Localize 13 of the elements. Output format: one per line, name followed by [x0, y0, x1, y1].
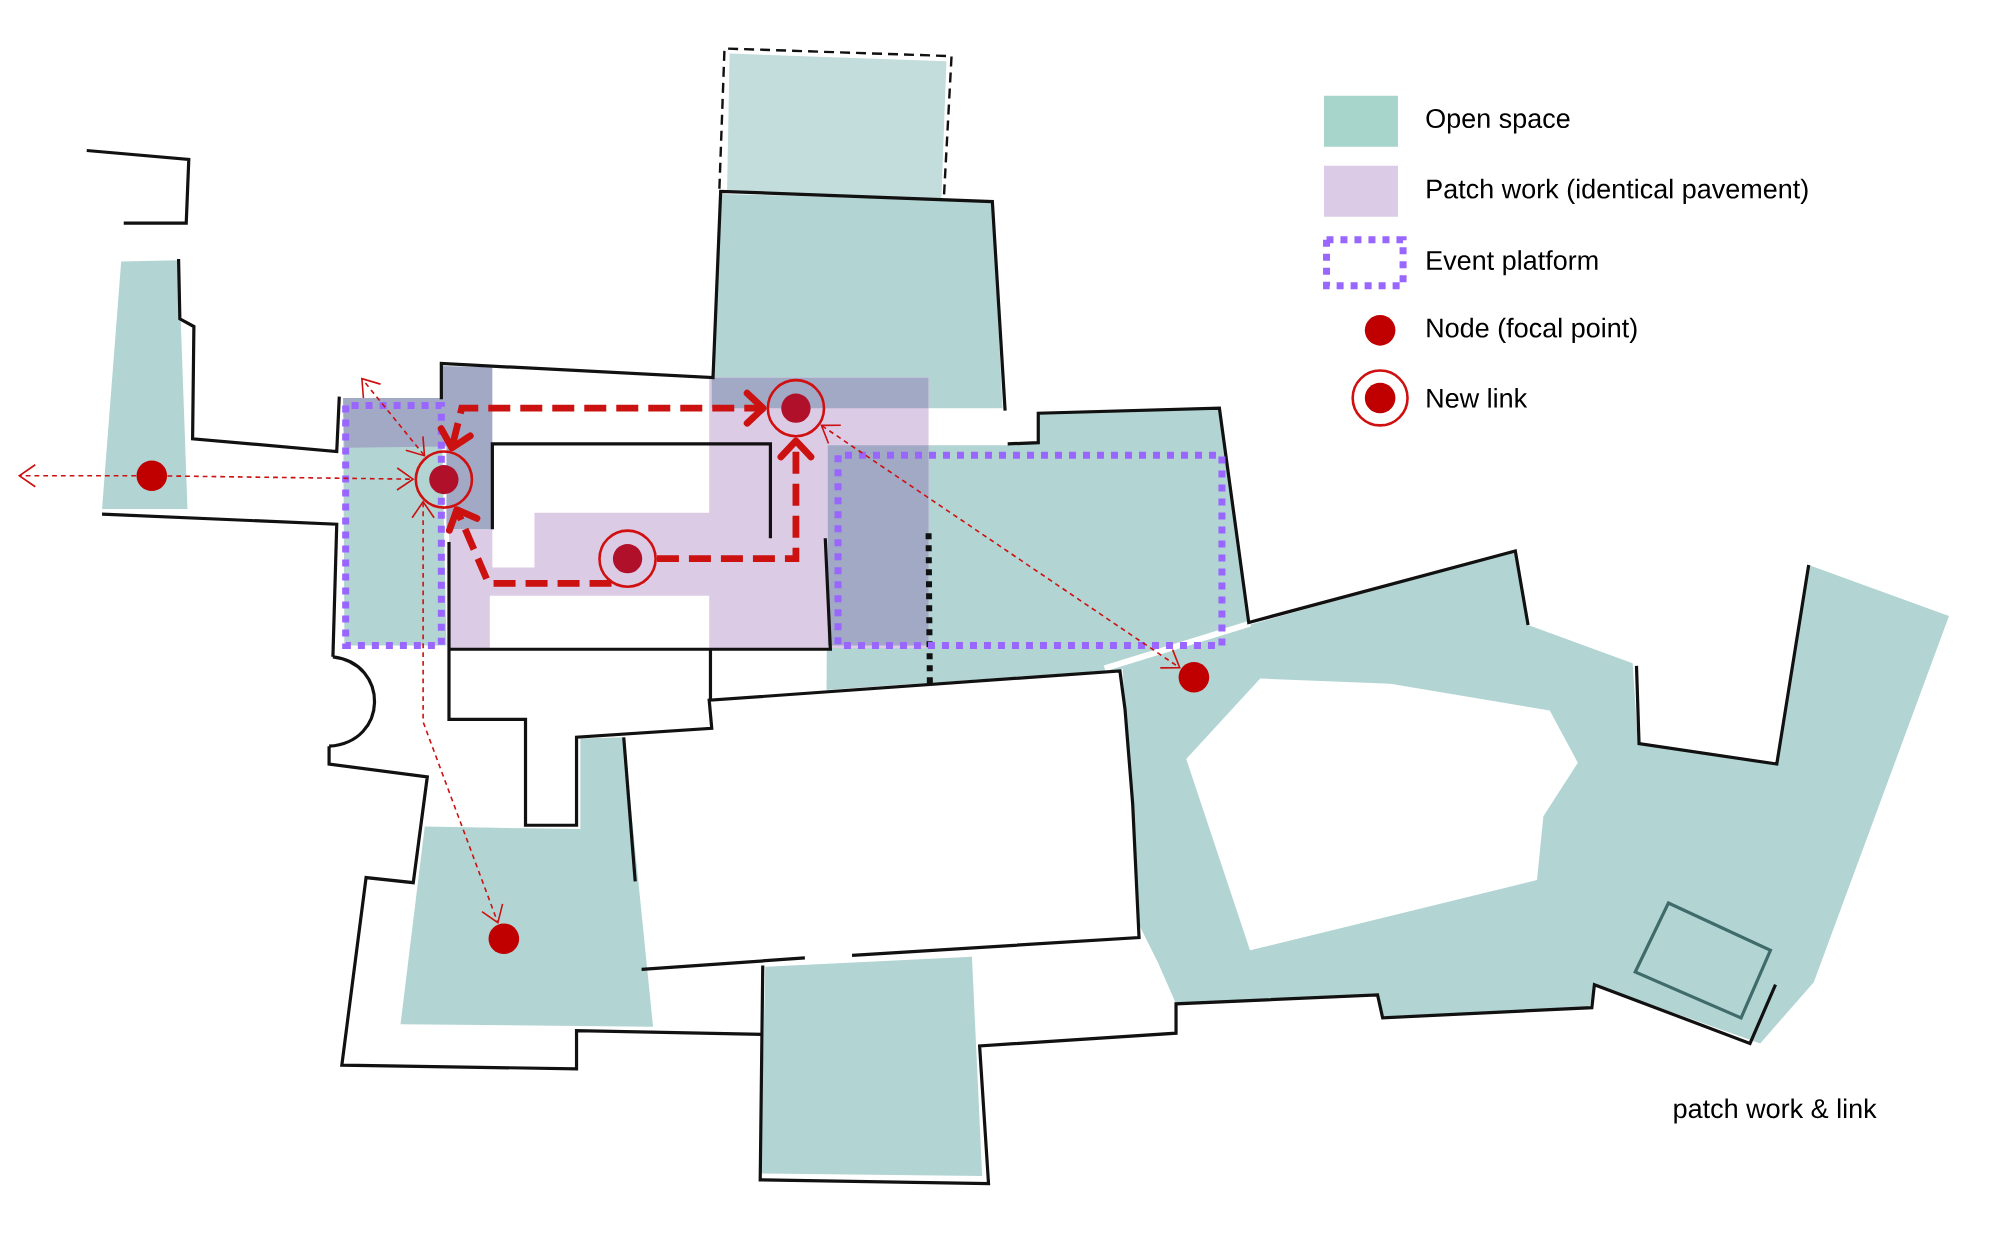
dashed-arrow [17, 463, 137, 488]
legend-label: Open space [1426, 108, 1570, 134]
focal-point-dot [1178, 661, 1210, 693]
dashed-arrow [437, 389, 767, 452]
dashed-arrow [656, 437, 815, 563]
dashed-arrow [166, 467, 415, 491]
legend-label: Patch work (identical pavement) [1427, 178, 1808, 204]
dashed-arrow [820, 424, 1181, 669]
legend-label: New link [1427, 388, 1528, 408]
link-ring [598, 529, 657, 588]
caption: patch work & link [1674, 1098, 1877, 1124]
legend-label: Event platform [1427, 250, 1598, 276]
legend-label: Node (focal point) [1427, 317, 1637, 343]
